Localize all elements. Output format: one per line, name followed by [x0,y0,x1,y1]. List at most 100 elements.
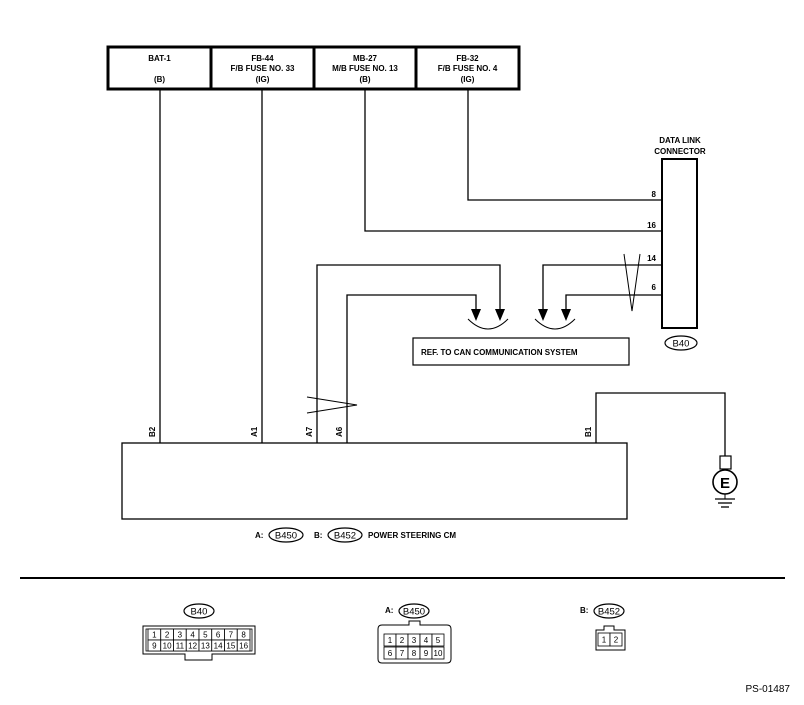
connector-pin-cell [431,646,445,660]
connector-code-oval [183,603,215,619]
connector-a-prefix: A: [255,531,263,540]
control-module-name: POWER STEERING CM [368,531,456,540]
connector-housing [377,620,452,664]
connector-pin-number: 3 [412,636,417,645]
dlc-connector-code: B40 [673,339,690,350]
wire-a7-can [316,264,501,443]
fuse-supply: (IG) [256,75,270,84]
fuse-label: BAT-1 [148,54,171,63]
connector-pin-number: 6 [388,649,393,658]
wire-dlc-14-can [542,264,662,310]
connector-code-oval [593,603,625,619]
can-wires [306,253,662,443]
dlc-pin-label: 16 [647,221,656,230]
connector-pin-number: 9 [152,642,157,651]
cm-pin-label: B1 [584,426,593,437]
fuse-header: BAT-1 (B) FB-44 F/B FUSE NO. 33 (IG) MB-… [106,45,521,91]
can-reference-label: REF. TO CAN COMMUNICATION SYSTEM [421,348,578,357]
dlc-title-line1: DATA LINK [659,136,701,145]
connector-code-oval [327,527,363,543]
connector-pin-number: 13 [201,642,210,651]
cm-pin-label: A7 [305,426,314,437]
fuse-label: FB-32 [456,54,479,63]
connector-view-code: B450 [403,607,425,618]
cm-pin-label: A1 [250,426,259,437]
connector-pin-cell [609,632,623,647]
connector-pin-number: 8 [241,631,246,640]
fuse-rating: M/B FUSE NO. 13 [332,64,398,73]
arrow-icon [538,309,548,321]
dlc-pin-label: 8 [652,190,657,199]
connector-pin-number: 12 [188,642,197,651]
cm-pin-label: A6 [335,426,344,437]
twisted-pair-icon [306,396,358,414]
fuse-mb-27: MB-27 M/B FUSE NO. 13 (B) [332,54,398,84]
twisted-pair-icon [623,253,641,312]
ground-symbol-label: E [720,475,730,492]
cm-pin-label: B2 [148,426,157,437]
wire-a6-can [346,294,477,443]
dlc-pin-label: 6 [652,283,657,292]
wire-fb-32-to-dlc-8 [467,90,662,201]
can-reference-box: REF. TO CAN COMMUNICATION SYSTEM [412,337,630,366]
connector-view-code: B40 [191,607,208,618]
power-wires [159,90,662,443]
connector-pin-number: 5 [436,636,441,645]
connector-code-oval [268,527,304,543]
ground-circuit: E [595,392,738,508]
connector-view-prefix: A: [385,606,393,615]
data-link-connector: DATA LINK CONNECTOR 8 16 14 6 B40 [647,136,706,351]
fuse-label: FB-44 [251,54,274,63]
connector-pin-number: 1 [388,636,393,645]
connector-pin-number: 11 [176,642,185,651]
connector-b-code: B452 [334,531,356,542]
fuse-supply: (B) [154,75,165,84]
connector-pin-number: 8 [412,649,417,658]
fuse-fb-44: FB-44 F/B FUSE NO. 33 (IG) [230,54,295,84]
arrow-icon [561,309,571,321]
connector-a-code: B450 [275,531,297,542]
connector-pin-cell [431,633,445,647]
connector-housing [142,625,256,661]
wire-dlc-6-can [565,294,662,310]
connector-pin-number: 2 [165,631,170,640]
connector-housing [595,625,626,651]
connector-view-code: B452 [598,607,620,618]
connector-pin-cell [236,639,251,652]
fuse-rating: F/B FUSE NO. 33 [230,64,295,73]
fuse-bat-1: BAT-1 (B) [148,54,171,84]
connector-b-prefix: B: [314,531,322,540]
connector-pin-number: 2 [400,636,405,645]
can-bus-arc [534,318,576,330]
fuse-rating: F/B FUSE NO. 4 [438,64,498,73]
ground-terminal [719,455,732,470]
arrow-icon [471,309,481,321]
dlc-pin-label: 14 [647,254,656,263]
figure-id: PS-01487 [746,684,791,695]
can-bus-arc [467,318,509,330]
fuse-label: MB-27 [353,54,378,63]
arrow-icon [495,309,505,321]
connector-pin-number: 10 [163,642,172,651]
wire-mb-27-to-dlc-16 [364,90,662,232]
connector-pin-number: 4 [424,636,429,645]
fuse-fb-32: FB-32 F/B FUSE NO. 4 (IG) [438,54,498,84]
connector-pin-number: 16 [239,642,248,651]
connector-view-prefix: B: [580,606,588,615]
connector-pin-number: 2 [614,636,619,645]
connector-pin-number: 9 [424,649,429,658]
connector-pin-number: 15 [226,642,235,651]
connector-pin-number: 7 [229,631,234,640]
connector-pin-number: 7 [400,649,405,658]
connector-pin-number: 1 [152,631,157,640]
connector-pin-number: 10 [434,649,443,658]
dlc-title-line2: CONNECTOR [654,147,706,156]
fuse-supply: (B) [359,75,370,84]
connector-pin-number: 14 [214,642,223,651]
connector-pin-number: 5 [203,631,208,640]
